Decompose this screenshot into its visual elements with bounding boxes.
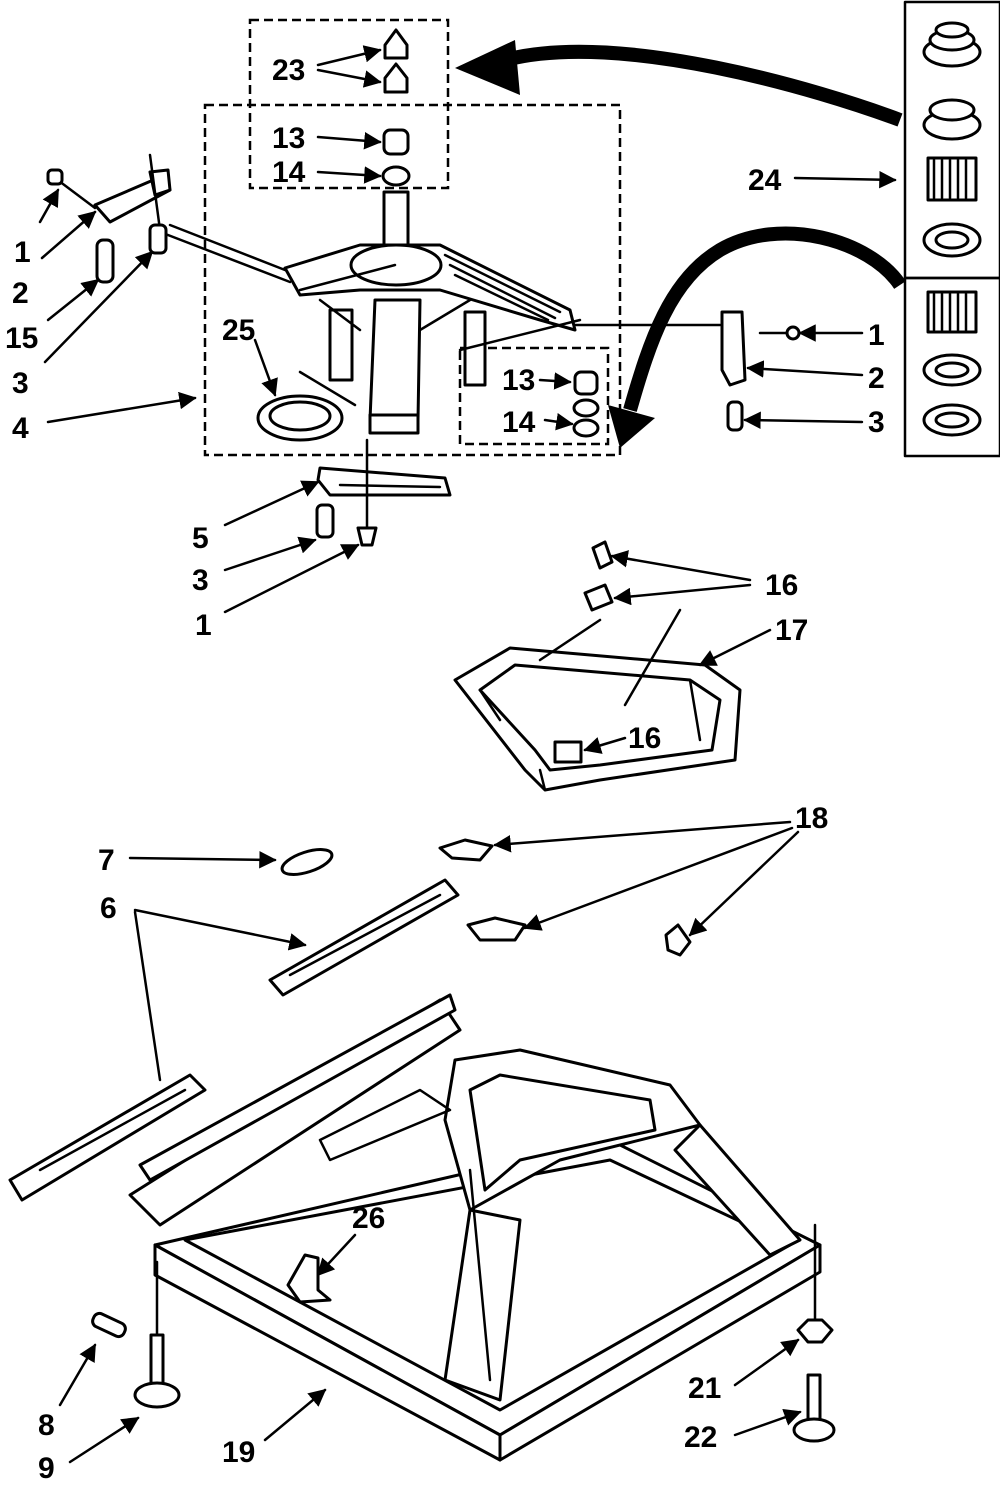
curved-arrow-to-bearing-box xyxy=(608,226,906,448)
pin-8 xyxy=(91,1311,127,1339)
base-frame-19 xyxy=(128,993,822,1462)
curved-arrow-to-spline-box xyxy=(455,40,903,127)
callout-2-right: 2 xyxy=(868,362,885,395)
seal-25 xyxy=(256,370,357,442)
callout-3-lower: 3 xyxy=(192,564,209,597)
callout-15: 15 xyxy=(5,322,38,355)
seal-ring-3 xyxy=(922,222,982,258)
callout-6: 6 xyxy=(100,892,117,925)
leveling-leg-9 xyxy=(133,1260,181,1409)
callout-24: 24 xyxy=(748,164,782,197)
bracket-right xyxy=(573,310,801,387)
gearcase-assembly xyxy=(283,190,577,435)
callout-18: 18 xyxy=(795,802,828,835)
snubber-18-upper xyxy=(438,838,494,862)
nut-13-upper xyxy=(382,128,410,156)
bearing-parts-box xyxy=(458,346,610,446)
seal-kit-box-upper xyxy=(903,0,1000,280)
rail-6-lower xyxy=(8,1073,207,1202)
callout-7: 7 xyxy=(98,844,115,877)
seal-ring-5 xyxy=(922,403,982,437)
callout-1-lower: 1 xyxy=(195,609,212,642)
callout-14-lower: 14 xyxy=(502,406,536,439)
callout-1-right: 1 xyxy=(868,319,885,352)
snubber-16-top xyxy=(583,540,614,612)
clip-3-lower xyxy=(315,503,335,539)
pad-7 xyxy=(280,848,334,876)
leader-lines xyxy=(38,45,897,1464)
callout-5: 5 xyxy=(192,522,209,555)
snubber-18-right xyxy=(664,923,692,957)
seal-ring-1 xyxy=(922,21,982,68)
seal-kit-box-lower xyxy=(903,276,1000,458)
seal-ring-4 xyxy=(922,353,982,387)
bracket-left xyxy=(46,153,292,284)
callout-1-left: 1 xyxy=(14,236,31,269)
spline-cap-23-lower xyxy=(383,62,409,94)
bearing-gear-2 xyxy=(926,290,978,334)
clip-3-left xyxy=(148,223,168,255)
leveling-leg-22 xyxy=(792,1373,836,1443)
callout-19: 19 xyxy=(222,1436,255,1469)
callout-25: 25 xyxy=(222,314,255,347)
washer-14-lower xyxy=(572,398,600,438)
callout-23: 23 xyxy=(272,54,305,87)
callout-14-upper: 14 xyxy=(272,156,306,189)
callout-4: 4 xyxy=(12,412,29,445)
clip-3-right xyxy=(726,400,744,432)
callout-13-upper: 13 xyxy=(272,122,305,155)
callout-16-lower: 16 xyxy=(628,722,661,755)
washer-14-upper xyxy=(381,165,411,187)
screw-1-lower xyxy=(356,438,378,547)
nut-21 xyxy=(796,1223,834,1344)
bearing-gear xyxy=(926,156,978,202)
nut-13-lower xyxy=(573,370,599,396)
gearcase-assembly-box xyxy=(203,103,622,457)
clip-26 xyxy=(286,1253,332,1304)
spline-parts-box xyxy=(248,18,450,190)
callout-21: 21 xyxy=(688,1372,721,1405)
callout-22: 22 xyxy=(684,1421,717,1454)
spring-15 xyxy=(95,238,115,284)
spline-cap-23-upper xyxy=(383,28,409,60)
snubber-16-lower xyxy=(553,740,583,764)
callout-17: 17 xyxy=(775,614,808,647)
callout-16-upper: 16 xyxy=(765,569,798,602)
callout-2-left: 2 xyxy=(12,277,29,310)
top-frame-17 xyxy=(453,608,742,792)
callout-labels: 1 2 15 3 4 25 5 3 1 23 13 14 24 1 2 3 13… xyxy=(5,54,885,1485)
callout-13-lower: 13 xyxy=(502,364,535,397)
callout-3-left: 3 xyxy=(12,367,29,400)
callout-26: 26 xyxy=(352,1202,385,1235)
seal-ring-2 xyxy=(922,98,982,141)
snubber-18-mid xyxy=(466,916,527,942)
bracket-5 xyxy=(316,466,452,497)
callout-9: 9 xyxy=(38,1452,55,1485)
callout-3-right: 3 xyxy=(868,406,885,439)
rail-6-upper xyxy=(268,878,460,997)
callout-8: 8 xyxy=(38,1409,55,1442)
